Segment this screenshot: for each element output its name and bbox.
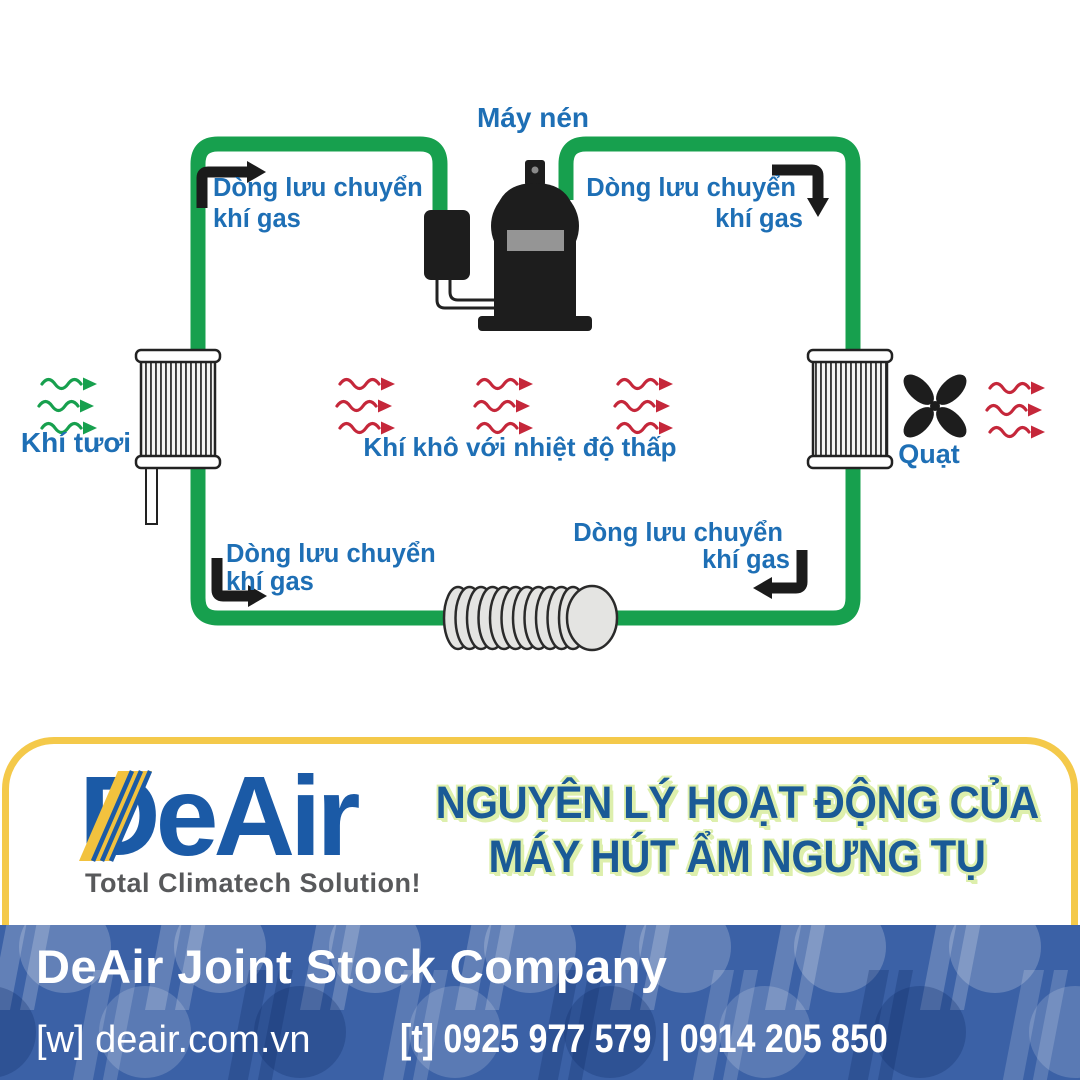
poster-title-line1: NGUYÊN LÝ HOẠT ĐỘNG CỦA	[435, 777, 1040, 828]
dry-air-waves-icon	[335, 375, 675, 437]
gas-flow-label-bottom-right: Dòng lưu chuyển khí gas	[573, 519, 790, 574]
compressor-icon	[424, 160, 592, 331]
fresh-air-label: Khí tươi	[21, 427, 131, 458]
gas-flow-label-top-left: Dòng lưu chuyển khí gas	[213, 174, 430, 233]
logo-stripe-mark-icon	[79, 770, 153, 862]
poster-title: NGUYÊN LÝ HOẠT ĐỘNG CỦA MÁY HÚT ẨM NGƯNG…	[435, 776, 1040, 884]
deair-logo: DeAir	[79, 758, 364, 879]
exhaust-air-waves-icon	[985, 379, 1047, 441]
fan-label: Quạt	[898, 439, 960, 469]
logo-tagline: Total Climatech Solution!	[85, 868, 421, 898]
gas-flow-arrow-bottom-left-icon	[211, 558, 267, 607]
refrigeration-cycle-diagram: Máy nén	[21, 102, 1047, 652]
evaporator-coil-icon	[134, 348, 222, 525]
dry-air-label: Khí khô với nhiệt độ thấp	[363, 432, 676, 462]
gas-flow-label-top-right: Dòng lưu chuyển khí gas	[586, 174, 803, 233]
gas-flow-arrow-bottom-right-icon	[753, 550, 808, 599]
footer-website: [w] deair.com.vn	[36, 1019, 311, 1061]
compressor-label: Máy nén	[477, 102, 589, 133]
gas-flow-arrow-top-left-icon	[196, 161, 266, 208]
gas-flow-arrow-top-right-icon	[772, 164, 829, 217]
fan-icon	[903, 374, 967, 438]
gas-flow-label-bottom-left: Dòng lưu chuyển khí gas	[226, 540, 443, 596]
footer-company-name: DeAir Joint Stock Company	[36, 940, 668, 993]
fresh-air-waves-icon	[37, 375, 99, 437]
condenser-coil-icon	[806, 348, 894, 470]
footer: DeAir Joint Stock Company [w] deair.com.…	[0, 925, 1080, 1080]
refrigerant-loop-pipe	[190, 136, 861, 626]
poster-title-line2: MÁY HÚT ẨM NGƯNG TỤ	[488, 831, 986, 882]
footer-phone-numbers: [t] 0925 977 579 | 0914 205 850	[400, 1017, 888, 1061]
capillary-coil-icon	[442, 584, 619, 652]
condensate-drain-icon	[145, 465, 158, 525]
